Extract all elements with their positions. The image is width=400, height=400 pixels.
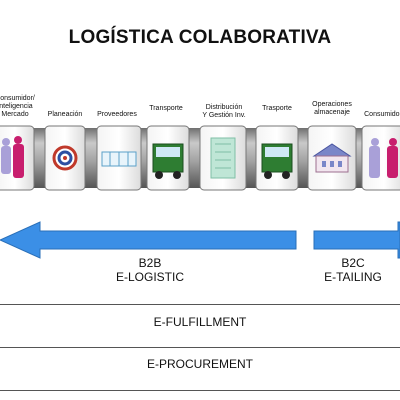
stage-labels: Consumidor/ Inteligencia Mercado Planeac… (0, 95, 400, 125)
truck-icon (255, 125, 299, 191)
divider-middle (0, 347, 400, 348)
warehouse-icon (199, 125, 247, 191)
b2b-arrow (0, 221, 297, 259)
stage-label-trasporte: Trasporte (262, 105, 292, 112)
factory-icon (96, 125, 142, 191)
stage-label-transporte: Transporte (149, 105, 183, 112)
truck-icon (146, 125, 190, 191)
stage-label-proveedores: Proveedores (97, 111, 137, 118)
stage-label-distribucion: Distribución Y Gestión Inv. (202, 104, 246, 119)
people-icon (0, 125, 35, 191)
stage-strip (0, 125, 400, 191)
stage-label-consumidor: Consumidor (364, 111, 400, 118)
procurement-label: E-PROCUREMENT (146, 357, 253, 371)
divider-bottom (0, 390, 400, 391)
page-title: LOGÍSTICA COLABORATIVA (68, 27, 332, 48)
b2c-line1: B2C (341, 256, 365, 270)
flow-arrows (0, 221, 400, 259)
b2b-label: B2B E-LOGISTIC (100, 256, 200, 284)
fulfillment-label: E-FULFILLMENT (153, 315, 247, 329)
stage-label-planeacion: Planeación (47, 111, 83, 118)
b2c-label: B2C E-TAILING (308, 256, 398, 284)
stage-label-operaciones: Operaciones almacenaje (312, 101, 352, 116)
b2c-arrow (313, 221, 400, 259)
b2b-line1: B2B (138, 256, 162, 270)
store-icon (307, 125, 357, 191)
b2b-line2: E-LOGISTIC (115, 270, 184, 284)
stage-label-consumidor-inteligencia: Consumidor/ Inteligencia Mercado (0, 95, 35, 118)
people-icon (361, 125, 400, 191)
b2c-line2: E-TAILING (324, 270, 382, 284)
target-icon (44, 125, 86, 191)
divider-top (0, 304, 400, 305)
